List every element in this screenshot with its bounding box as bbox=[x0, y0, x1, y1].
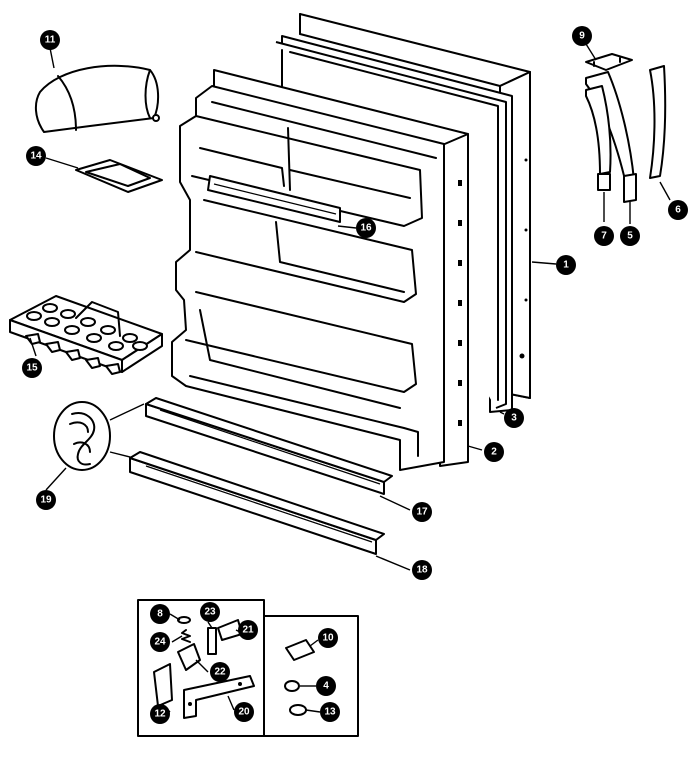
dairy-door bbox=[34, 64, 160, 133]
shelf-rail-17 bbox=[145, 397, 393, 495]
shelf-rail-18 bbox=[129, 451, 385, 555]
callout-7: 7 bbox=[594, 226, 614, 246]
svg-text:12: 12 bbox=[154, 709, 166, 720]
callout-1: 1 bbox=[556, 255, 576, 275]
callout-24: 24 bbox=[150, 632, 170, 652]
svg-text:7: 7 bbox=[601, 231, 607, 242]
callout-4: 4 bbox=[316, 676, 336, 696]
svg-text:6: 6 bbox=[675, 205, 681, 216]
svg-text:15: 15 bbox=[26, 363, 38, 374]
callout-2: 2 bbox=[484, 442, 504, 462]
svg-text:9: 9 bbox=[579, 31, 585, 42]
svg-text:22: 22 bbox=[214, 667, 226, 678]
callout-9: 9 bbox=[572, 26, 592, 46]
svg-text:10: 10 bbox=[322, 633, 334, 644]
hinge-hardware-inset bbox=[137, 599, 359, 737]
svg-text:13: 13 bbox=[324, 707, 336, 718]
callout-16: 16 bbox=[356, 218, 376, 238]
callout-10: 10 bbox=[318, 628, 338, 648]
door-inner-shelves bbox=[171, 85, 445, 471]
callout-13: 13 bbox=[320, 702, 340, 722]
svg-text:23: 23 bbox=[204, 607, 216, 618]
callout-8: 8 bbox=[150, 604, 170, 624]
svg-text:19: 19 bbox=[40, 495, 52, 506]
svg-text:17: 17 bbox=[416, 507, 428, 518]
svg-text:24: 24 bbox=[154, 637, 166, 648]
callout-19: 19 bbox=[36, 490, 56, 510]
svg-text:5: 5 bbox=[627, 231, 633, 242]
egg-tray bbox=[9, 295, 163, 375]
callout-3: 3 bbox=[504, 408, 524, 428]
hinge-assembly bbox=[585, 53, 667, 203]
callout-14: 14 bbox=[26, 146, 46, 166]
svg-text:3: 3 bbox=[511, 413, 517, 424]
dairy-tray bbox=[75, 159, 163, 193]
callout-12: 12 bbox=[150, 704, 170, 724]
svg-text:21: 21 bbox=[242, 625, 254, 636]
callout-15: 15 bbox=[22, 358, 42, 378]
callout-17: 17 bbox=[412, 502, 432, 522]
callout-18: 18 bbox=[412, 560, 432, 580]
svg-text:14: 14 bbox=[30, 151, 42, 162]
svg-text:4: 4 bbox=[323, 681, 329, 692]
callout-22: 22 bbox=[210, 662, 230, 682]
svg-text:18: 18 bbox=[416, 565, 428, 576]
callout-11: 11 bbox=[40, 30, 60, 50]
svg-text:11: 11 bbox=[45, 35, 56, 46]
door-cam-spring bbox=[53, 401, 145, 471]
callout-20: 20 bbox=[234, 702, 254, 722]
svg-text:20: 20 bbox=[238, 707, 250, 718]
callout-5: 5 bbox=[620, 226, 640, 246]
svg-text:16: 16 bbox=[360, 223, 372, 234]
svg-text:1: 1 bbox=[563, 260, 569, 271]
callout-21: 21 bbox=[238, 620, 258, 640]
callout-23: 23 bbox=[200, 602, 220, 622]
svg-text:8: 8 bbox=[157, 609, 163, 620]
svg-text:2: 2 bbox=[491, 447, 497, 458]
callout-6: 6 bbox=[668, 200, 688, 220]
